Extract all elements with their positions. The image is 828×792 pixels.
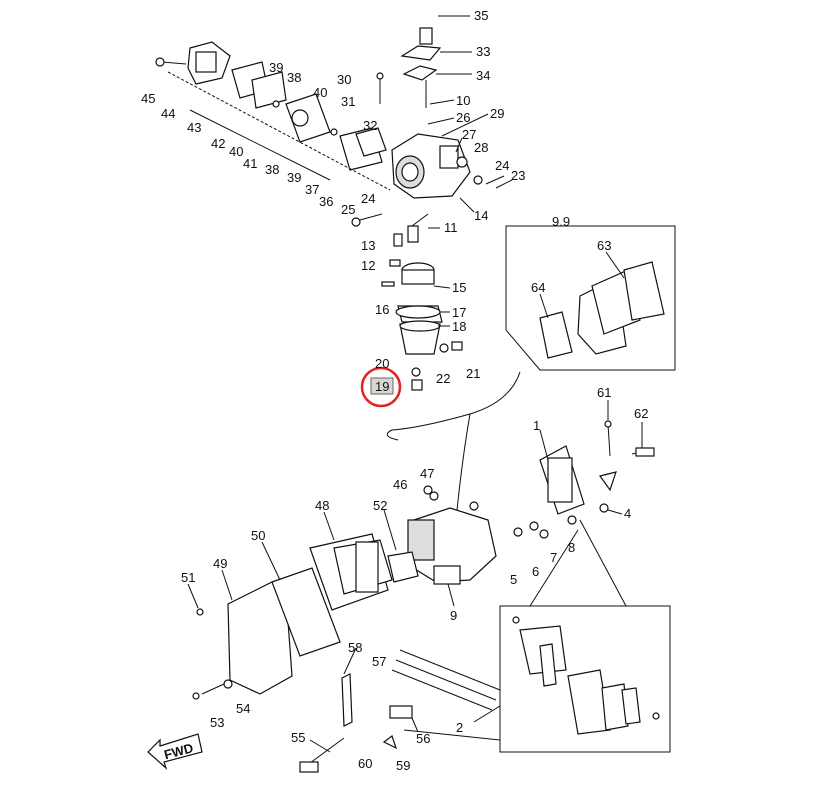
highlight-label: 19 (375, 379, 389, 394)
part-label-52: 52 (373, 498, 387, 513)
part-label-48: 48 (315, 498, 329, 513)
part-label-16: 16 (375, 302, 389, 317)
float-bowl-assembly (381, 262, 463, 391)
part-label-31: 31 (341, 94, 355, 109)
part-label-45: 45 (141, 91, 155, 106)
part-label-51: 51 (181, 570, 195, 585)
part-label-26: 26 (456, 110, 470, 125)
part-label-33: 33 (476, 44, 490, 59)
part-label-18: 18 (452, 319, 466, 334)
part-label-27: 27 (462, 127, 476, 142)
part-label-8: 8 (568, 540, 575, 555)
part-label-30: 30 (337, 72, 351, 87)
part-label-9: 9 (450, 608, 457, 623)
part-label-14: 14 (474, 208, 488, 223)
fwd-arrow: FWD (147, 733, 203, 770)
part-label-40b: 40 (313, 85, 327, 100)
part-label-22: 22 (436, 371, 450, 386)
inset-9-9: 9.9 (505, 214, 676, 371)
part-label-39b: 39 (269, 60, 283, 75)
part-label-64: 64 (531, 280, 545, 295)
part-label-58: 58 (348, 640, 362, 655)
part-label-36: 36 (319, 194, 333, 209)
part-label-41: 41 (243, 156, 257, 171)
inset-reed-valve (499, 519, 671, 753)
part-label-44: 44 (161, 106, 175, 121)
part-label-23: 23 (511, 168, 525, 183)
part-label-46: 46 (393, 477, 407, 492)
part-label-38: 38 (265, 162, 279, 177)
part-label-50: 50 (251, 528, 265, 543)
part-label-4: 4 (624, 506, 631, 521)
carburetor-top-assembly (155, 27, 513, 267)
part-label-63: 63 (597, 238, 611, 253)
svg-text:FWD: FWD (162, 740, 194, 762)
part-label-12: 12 (361, 258, 375, 273)
part-label-32: 32 (363, 118, 377, 133)
part-label-25: 25 (341, 202, 355, 217)
part-label-20: 20 (375, 356, 389, 371)
part-label-15: 15 (452, 280, 466, 295)
part-label-42: 42 (211, 136, 225, 151)
part-label-5: 5 (510, 572, 517, 587)
part-label-21: 21 (466, 366, 480, 381)
part-number-labels: 35 33 34 30 31 32 10 26 29 27 28 24 23 1… (141, 8, 648, 773)
part-label-6: 6 (532, 564, 539, 579)
part-label-61: 61 (597, 385, 611, 400)
part-label-2: 2 (456, 720, 463, 735)
part-label-49: 49 (213, 556, 227, 571)
choke-linkage (299, 647, 501, 773)
part-label-62: 62 (634, 406, 648, 421)
part-label-13: 13 (361, 238, 375, 253)
part-label-56: 56 (416, 731, 430, 746)
part-label-55: 55 (291, 730, 305, 745)
part-label-47: 47 (420, 466, 434, 481)
part-label-35: 35 (474, 8, 488, 23)
part-label-17: 17 (452, 305, 466, 320)
silencer-cover-assembly (192, 533, 419, 700)
variant-label: 9.9 (552, 214, 570, 229)
part-label-11: 11 (444, 220, 458, 235)
part-label-38b: 38 (287, 70, 301, 85)
carburetor-lower-assembly (407, 420, 655, 585)
part-label-53: 53 (210, 715, 224, 730)
part-label-28: 28 (474, 140, 488, 155)
part-label-34: 34 (476, 68, 490, 83)
part-label-1: 1 (533, 418, 540, 433)
part-label-7: 7 (550, 550, 557, 565)
part-label-39: 39 (287, 170, 301, 185)
highlighted-part-19[interactable]: 19 (360, 366, 402, 408)
part-label-54: 54 (236, 701, 250, 716)
part-label-60: 60 (358, 756, 372, 771)
part-label-24b: 24 (361, 191, 375, 206)
part-label-43: 43 (187, 120, 201, 135)
part-label-40: 40 (229, 144, 243, 159)
part-label-29: 29 (490, 106, 504, 121)
part-label-59: 59 (396, 758, 410, 773)
part-label-37: 37 (305, 182, 319, 197)
part-label-24: 24 (495, 158, 509, 173)
part-label-57: 57 (372, 654, 386, 669)
part-label-10: 10 (456, 93, 470, 108)
